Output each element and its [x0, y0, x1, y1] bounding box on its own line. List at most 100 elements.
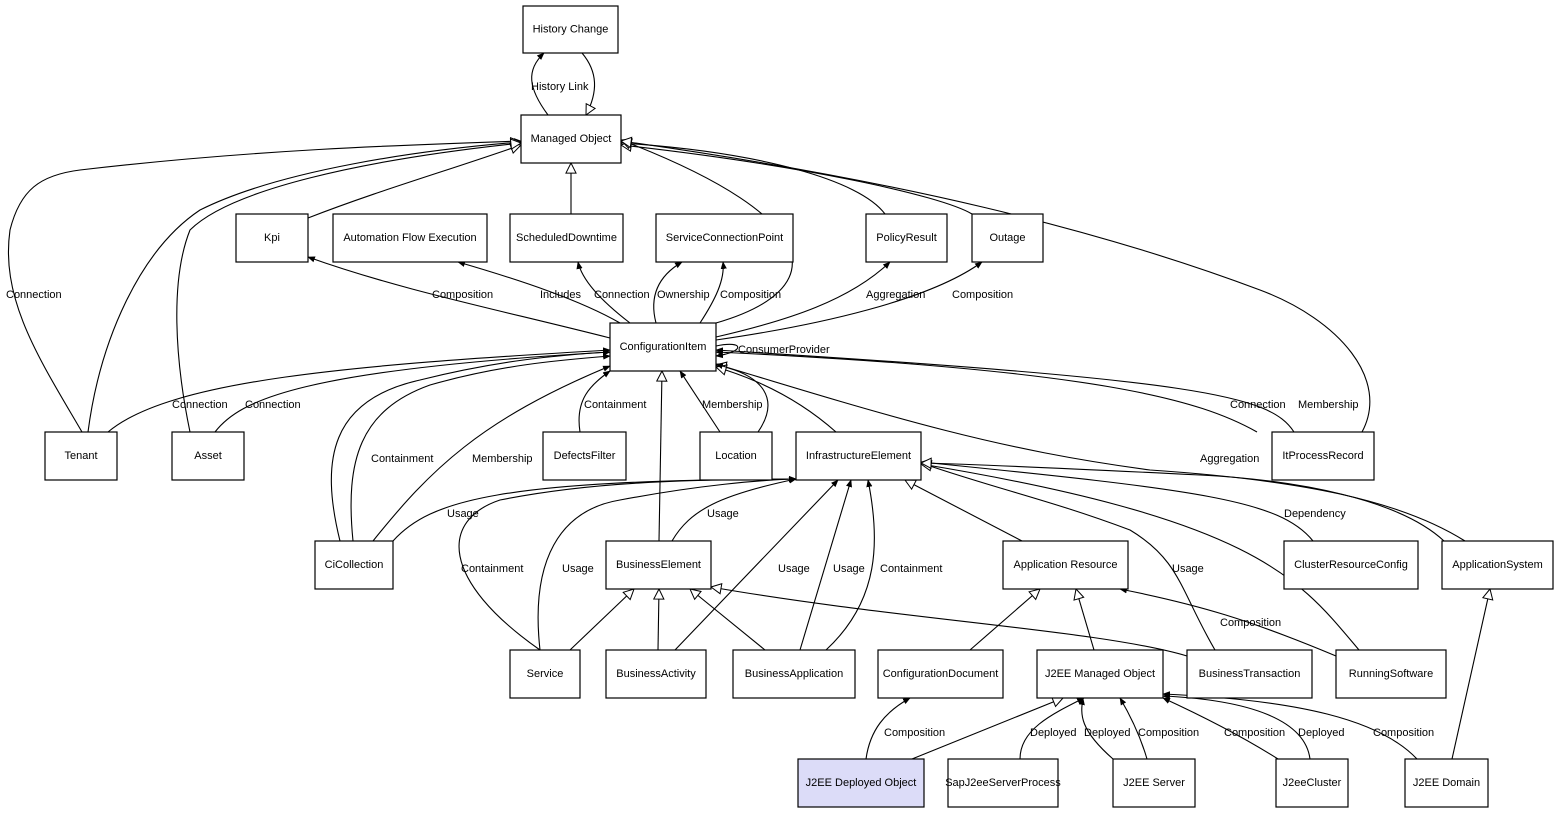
edge-association-business-application-to-infrastructure-element [799, 479, 852, 651]
node-it-process-record[interactable]: ItProcessRecord [1271, 431, 1375, 481]
node-running-software[interactable]: RunningSoftware [1335, 649, 1447, 699]
node-box [44, 431, 118, 481]
node-label: BusinessApplication [745, 668, 843, 680]
edge-label: History Link [531, 81, 589, 93]
inheritance-arrow [716, 367, 837, 433]
edge-inheritance-history-change-to-managed-object [581, 52, 595, 115]
node-label: J2EE Deployed Object [806, 777, 917, 789]
node-label: J2EE Domain [1413, 777, 1480, 789]
node-tenant[interactable]: Tenant [44, 431, 118, 481]
edge-label: Aggregation [866, 289, 925, 301]
inheritance-arrow [621, 145, 973, 215]
node-label: PolicyResult [876, 232, 937, 244]
node-label: DefectsFilter [554, 450, 616, 462]
edge-inheritance-tenant-to-managed-object [87, 142, 521, 433]
node-label: ApplicationSystem [1452, 559, 1543, 571]
edge-association-j2ee-deployed-object-to-configuration-document [865, 697, 911, 760]
edge-association-j2ee-server-to-j2ee-managed-object [1078, 697, 1114, 760]
node-managed-object[interactable]: Managed Object [520, 114, 622, 164]
edge-association-configuration-item-to-outage [715, 261, 983, 341]
node-box [1112, 758, 1196, 808]
node-label: BusinessTransaction [1199, 668, 1301, 680]
edge-association-configuration-item-to-automation-flow-execution [457, 260, 621, 324]
node-business-application[interactable]: BusinessApplication [732, 649, 856, 699]
node-defects-filter[interactable]: DefectsFilter [542, 431, 627, 481]
edge-label: Usage [833, 563, 865, 575]
node-ci-collection[interactable]: CiCollection [314, 540, 394, 590]
association-arrow [578, 370, 611, 433]
association-arrow [715, 363, 1466, 542]
node-j2ee-server[interactable]: J2EE Server [1112, 758, 1196, 808]
node-asset[interactable]: Asset [171, 431, 245, 481]
node-sap-j2ee-server-process[interactable]: SapJ2eeServerProcess [945, 758, 1061, 808]
inheritance-arrow [921, 464, 1360, 651]
node-j2ee-domain[interactable]: J2EE Domain [1404, 758, 1489, 808]
node-box [235, 213, 309, 263]
node-j2ee-managed-object[interactable]: J2EE Managed Object [1036, 649, 1164, 699]
inheritance-arrow [905, 480, 1023, 542]
association-arrow [715, 261, 983, 341]
node-j2ee-cluster[interactable]: J2eeCluster [1275, 758, 1349, 808]
node-box [655, 213, 794, 263]
node-business-element[interactable]: BusinessElement [605, 540, 712, 590]
edge-association-configuration-item-to-policy-result [715, 261, 891, 338]
node-business-transaction[interactable]: BusinessTransaction [1186, 649, 1313, 699]
node-box [1335, 649, 1447, 699]
node-service-connection-point[interactable]: ServiceConnectionPoint [655, 213, 794, 263]
edge-label: Composition [432, 289, 493, 301]
inheritance-arrow [569, 589, 634, 651]
edge-association-ci-collection-to-configuration-item [350, 353, 611, 542]
node-box [1002, 540, 1129, 590]
inheritance-arrow [921, 463, 1445, 542]
node-configuration-document[interactable]: ConfigurationDocument [877, 649, 1004, 699]
association-arrow [715, 347, 1295, 433]
node-label: Managed Object [531, 133, 612, 145]
node-box [509, 649, 581, 699]
edge-association-application-system-to-configuration-item [715, 363, 1466, 542]
edge-label: Ownership [657, 289, 710, 301]
edge-association-location-to-configuration-item [679, 370, 721, 433]
edge-label: Connection [245, 399, 301, 411]
node-box [971, 213, 1044, 263]
edge-inheritance-kpi-to-managed-object [307, 145, 521, 219]
inheritance-arrow [621, 141, 1371, 433]
node-label: J2eeCluster [1283, 777, 1342, 789]
edge-association-it-process-record-to-configuration-item [715, 347, 1295, 433]
node-application-system[interactable]: ApplicationSystem [1441, 540, 1554, 590]
node-box [332, 213, 488, 263]
node-outage[interactable]: Outage [971, 213, 1044, 263]
node-policy-result[interactable]: PolicyResult [865, 213, 948, 263]
node-j2ee-deployed-object[interactable]: J2EE Deployed Object [797, 758, 925, 808]
edge-inheritance-j2ee-domain-to-application-system [1451, 589, 1490, 760]
node-service[interactable]: Service [509, 649, 581, 699]
inheritance-arrow [659, 371, 662, 542]
edge-inheritance-it-process-record-to-managed-object [621, 141, 1371, 433]
edge-label: Containment [371, 453, 433, 465]
edge-label: Connection [172, 399, 228, 411]
node-infrastructure-element[interactable]: InfrastructureElement [795, 431, 922, 481]
node-configuration-item[interactable]: ConfigurationItem [609, 322, 717, 372]
edge-label: Composition [720, 289, 781, 301]
node-label: ItProcessRecord [1282, 450, 1363, 462]
association-arrow [1119, 697, 1148, 760]
node-business-activity[interactable]: BusinessActivity [605, 649, 707, 699]
edge-label: Membership [1298, 399, 1359, 411]
node-box [171, 431, 245, 481]
node-application-resource[interactable]: Application Resource [1002, 540, 1129, 590]
edge-label: Dependency [1284, 508, 1346, 520]
node-kpi[interactable]: Kpi [235, 213, 309, 263]
node-location[interactable]: Location [699, 431, 773, 481]
node-automation-flow-execution[interactable]: Automation Flow Execution [332, 213, 488, 263]
edge-label: Composition [1220, 617, 1281, 629]
edge-label: Connection [594, 289, 650, 301]
association-arrow [671, 477, 797, 542]
edge-association-ci-collection-to-configuration-item [372, 365, 611, 542]
association-arrow [715, 343, 739, 359]
node-history-change[interactable]: History Change [522, 5, 619, 54]
node-scheduled-downtime[interactable]: ScheduledDowntime [509, 213, 624, 263]
edge-association-cluster-resource-config-to-infrastructure-element [920, 459, 1314, 542]
node-cluster-resource-config[interactable]: ClusterResourceConfig [1283, 540, 1419, 590]
node-box [509, 213, 624, 263]
